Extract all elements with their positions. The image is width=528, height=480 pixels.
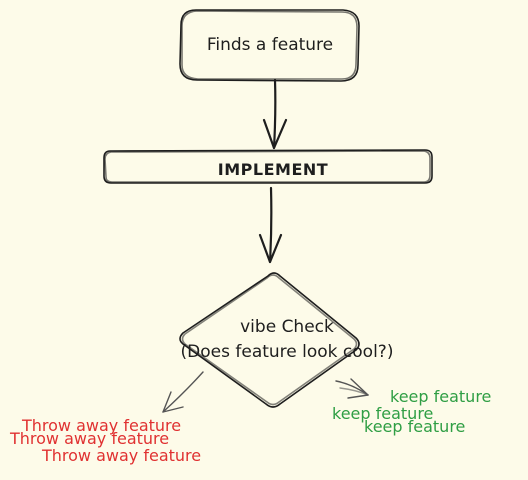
- vibe-check-node: vibe Check (Does feature look cool?): [179, 272, 394, 408]
- vibe-check-line1: vibe Check: [240, 317, 334, 337]
- arrow-to-keep: [335, 378, 369, 399]
- finds-feature-label: Finds a feature: [207, 35, 333, 55]
- arrow-to-throw-away: [162, 371, 204, 413]
- arrow-to-implement: [262, 78, 288, 150]
- implement-node: IMPLEMENT: [103, 149, 433, 184]
- keep-group: keep feature keep feature keep feature: [332, 387, 491, 436]
- throw-away-label-1: Throw away feature: [21, 416, 181, 435]
- vibe-check-line2: (Does feature look cool?): [181, 342, 394, 362]
- throw-away-group: Throw away feature Throw away feature Th…: [9, 416, 201, 465]
- throw-away-label-2: Throw away feature: [9, 429, 169, 448]
- keep-label-1: keep feature: [390, 387, 491, 406]
- finds-feature-node: Finds a feature: [179, 9, 360, 82]
- arrow-to-vibe-check: [258, 186, 283, 264]
- implement-label: IMPLEMENT: [218, 160, 328, 179]
- keep-label-3: keep feature: [364, 417, 465, 436]
- keep-label-2: keep feature: [332, 404, 433, 423]
- throw-away-label-3: Throw away feature: [41, 446, 201, 465]
